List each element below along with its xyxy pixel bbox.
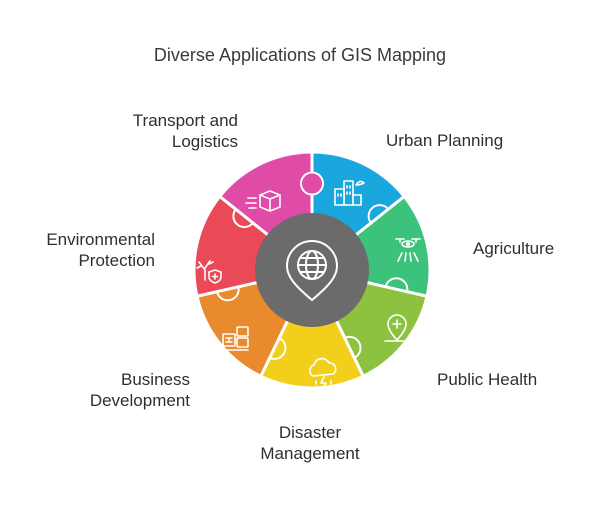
map-pin-cross-icon bbox=[384, 314, 410, 342]
diagram-title: Diverse Applications of GIS Mapping bbox=[153, 45, 447, 65]
globe-location-pin-icon bbox=[286, 240, 338, 301]
storm-cloud-icon bbox=[309, 357, 337, 390]
label-disaster-management: Disaster Management bbox=[260, 423, 360, 463]
center-circle bbox=[255, 213, 369, 327]
center-hub bbox=[255, 213, 369, 327]
label-urban-planning: Urban Planning bbox=[386, 131, 504, 150]
label-public-health: Public Health bbox=[437, 370, 538, 389]
business-grid-icon bbox=[222, 326, 249, 351]
label-environmental-protection: Environmental Protection bbox=[46, 230, 155, 270]
delivery-box-icon bbox=[245, 190, 281, 212]
label-agriculture: Agriculture bbox=[473, 239, 555, 258]
drone-field-icon bbox=[395, 238, 421, 262]
puzzle-knob-transport-logistics bbox=[300, 171, 324, 196]
label-transport-logistics: Transport and Logistics bbox=[132, 111, 238, 151]
label-business-development: Business Development bbox=[89, 370, 190, 410]
tree-shield-icon bbox=[196, 260, 222, 284]
city-buildings-icon bbox=[334, 180, 365, 206]
